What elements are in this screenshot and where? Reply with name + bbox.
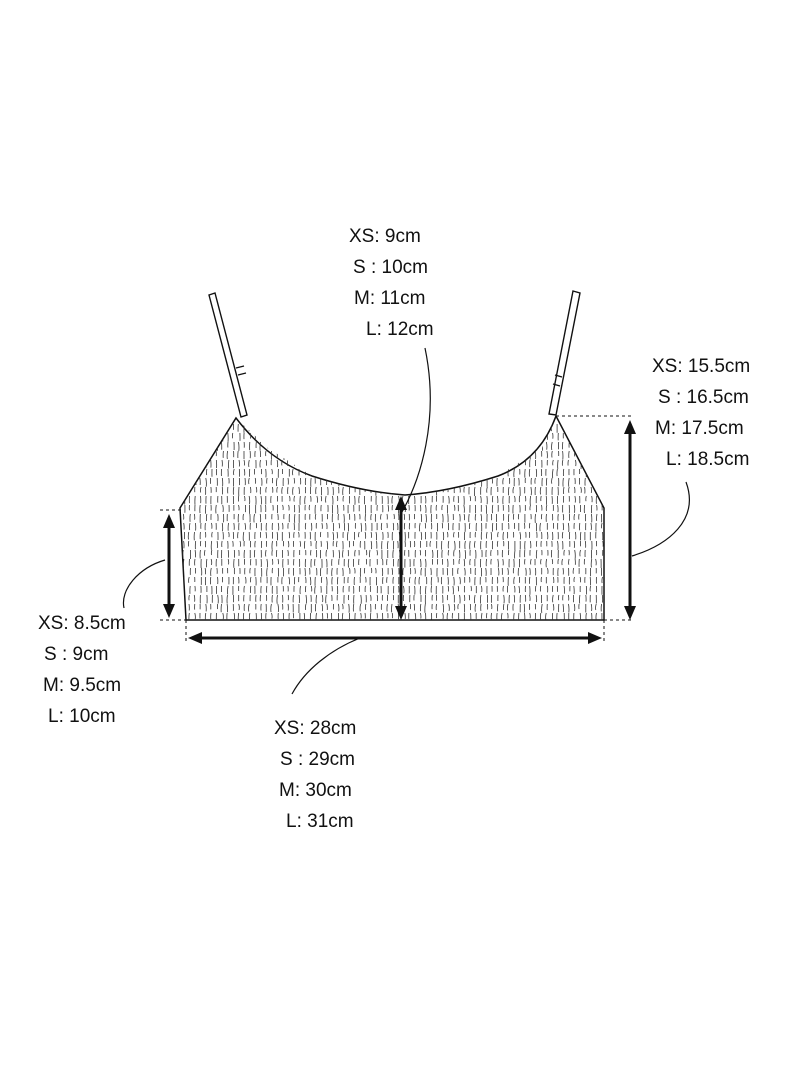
side-height-label: XS: 15.5cm S : 16.5cm M: 17.5cm L: 18.5c… bbox=[652, 351, 750, 475]
width-xs: XS: 28cm bbox=[274, 718, 357, 739]
guide-lines bbox=[160, 415, 634, 642]
side-height-s: S : 16.5cm bbox=[658, 387, 749, 408]
width-s: S : 29cm bbox=[280, 749, 355, 770]
band-height-s: S : 9cm bbox=[44, 644, 109, 665]
band-height-m: M: 9.5cm bbox=[43, 675, 122, 696]
side-height-l: L: 18.5cm bbox=[666, 449, 750, 470]
bra-body-outline bbox=[179, 414, 605, 621]
width-l: L: 31cm bbox=[286, 811, 354, 832]
strap-left bbox=[208, 292, 248, 418]
width-m: M: 30cm bbox=[279, 780, 352, 801]
strap-right bbox=[548, 290, 581, 416]
center-height-l: L: 12cm bbox=[366, 319, 434, 340]
center-height-m: M: 11cm bbox=[354, 288, 426, 309]
width-label: XS: 28cm S : 29cm M: 30cm L: 31cm bbox=[274, 713, 356, 837]
band-height-label: XS: 8.5cm S : 9cm M: 9.5cm L: 10cm bbox=[38, 608, 126, 732]
center-height-label: XS: 9cm S : 10cm M: 11cm L: 12cm bbox=[349, 221, 434, 345]
band-height-l: L: 10cm bbox=[48, 706, 116, 727]
center-height-s: S : 10cm bbox=[353, 257, 428, 278]
band-height-xs: XS: 8.5cm bbox=[38, 613, 126, 634]
leader-lines bbox=[122, 347, 690, 695]
side-height-xs: XS: 15.5cm bbox=[652, 356, 751, 377]
side-height-m: M: 17.5cm bbox=[655, 418, 744, 439]
measurement-arrows bbox=[163, 420, 636, 644]
center-height-xs: XS: 9cm bbox=[349, 226, 421, 247]
